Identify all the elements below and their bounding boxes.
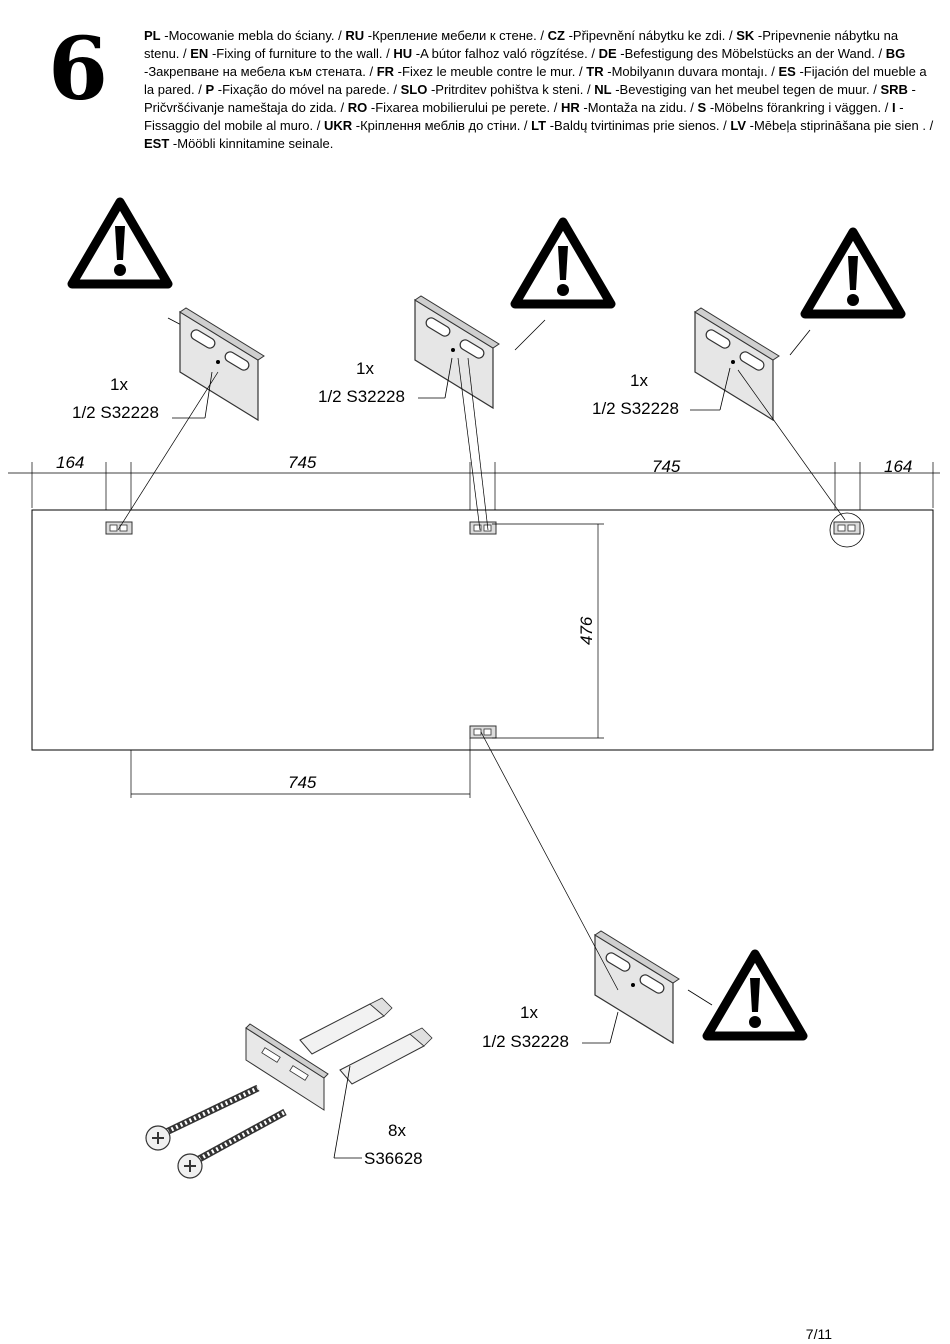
bracket-part-code: 1/2 S32228 [482,1032,569,1051]
instruction-phrase: -Mööbli kinnitamine seinale. [172,136,334,151]
warning-icon [805,232,901,314]
language-code: PL [144,28,161,43]
instruction-phrase: -Fissaggio del mobile al muro. / [144,100,904,133]
wall-bracket-image [414,295,500,409]
screw-and-dowel-image [145,997,433,1179]
instruction-phrase: -Закрепване на мебела към стената. / [144,64,374,79]
screw-part-code: S36628 [364,1149,423,1168]
instruction-phrase: -A bútor falhoz való rögzítése. / [415,46,595,61]
instruction-phrase: -Bevestiging van het meubel tegen de muu… [615,82,877,97]
instruction-phrase: -Baldų tvirtinimas prie sienos. / [549,118,727,133]
language-code: EST [144,136,170,151]
dimension-height: 476 [577,616,596,645]
wall-panel [31,509,934,751]
instruction-phrase: -Pripevnenie nábytku na stenu. / [144,28,899,61]
instruction-phrase: -Mobilyanın duvara montajı. / [607,64,775,79]
language-code: LV [730,118,747,133]
instruction-phrase: -Fijación del mueble a la pared. / [144,64,927,97]
language-code: NL [594,82,612,97]
language-code: LT [531,118,547,133]
page-number: 7/11 [805,1326,832,1342]
language-code: TR [586,64,604,79]
warning-icon [707,954,803,1036]
instruction-phrase: -Befestigung des Möbelstücks an der Wand… [620,46,883,61]
instruction-phrase: -Fixing of furniture to the wall. / [211,46,390,61]
bracket-quantity: 1x [520,1003,538,1022]
language-code: CZ [547,28,565,43]
bracket-marker [833,521,861,535]
instruction-phrase: -Pričvršćivanje nameštaja do zida. / [144,82,916,115]
bracket-part-code: 1/2 S32228 [318,387,405,406]
instruction-phrase: -Fixação do móvel na parede. / [217,82,397,97]
dimension-right-edge: 164 [884,457,912,476]
instruction-phrase: -Möbelns förankring i väggen. / [709,100,889,115]
screw-quantity: 8x [388,1121,406,1140]
language-code: FR [376,64,395,79]
language-code: RO [347,100,368,115]
instruction-text: PL -Mocowanie mebla do ściany. / RU -Кре… [144,27,934,153]
instruction-phrase: -Pritrditev pohištva k steni. / [430,82,591,97]
language-code: BG [885,46,906,61]
instruction-phrase: -Fixarea mobilierului pe perete. / [370,100,558,115]
language-code: SK [736,28,755,43]
language-code: S [697,100,707,115]
instruction-phrase: -Mēbeļa stiprināšana pie sien . / [749,118,934,133]
bracket-quantity: 1x [630,371,648,390]
wall-bracket-image [694,307,780,421]
step-number: 6 [48,19,108,120]
warning-icon [515,222,611,304]
language-code: SLO [400,82,428,97]
instruction-phrase: -Montaža na zidu. / [583,100,694,115]
language-code: SRB [880,82,908,97]
bracket-quantity: 1x [356,359,374,378]
language-code: EN [190,46,209,61]
language-code: P [205,82,215,97]
language-code: RU [345,28,365,43]
dimension-spacing: 745 [288,453,317,472]
dimension-spacing: 745 [652,457,681,476]
language-code: DE [598,46,617,61]
instruction-phrase: -Кріплення меблів до стіни. / [355,118,528,133]
bracket-quantity: 1x [110,375,128,394]
dimension-left-edge: 164 [56,453,84,472]
instruction-phrase: -Připevnění nábytku ke zdi. / [568,28,733,43]
instruction-phrase: -Fixez le meuble contre le mur. / [397,64,583,79]
dimension-spacing: 745 [288,773,317,792]
instruction-phrase: -Крепление мебели к стене. / [367,28,544,43]
language-code: ES [778,64,796,79]
bracket-part-code: 1/2 S32228 [592,399,679,418]
language-code: I [891,100,896,115]
bracket-part-code: 1/2 S32228 [72,403,159,422]
wall-bracket-image [179,307,265,421]
language-code: HR [560,100,580,115]
language-code: UKR [323,118,353,133]
wall-bracket-image [594,930,680,1044]
language-code: HU [393,46,413,61]
instruction-phrase: -Mocowanie mebla do ściany. / [164,28,342,43]
warning-icon [72,202,168,284]
